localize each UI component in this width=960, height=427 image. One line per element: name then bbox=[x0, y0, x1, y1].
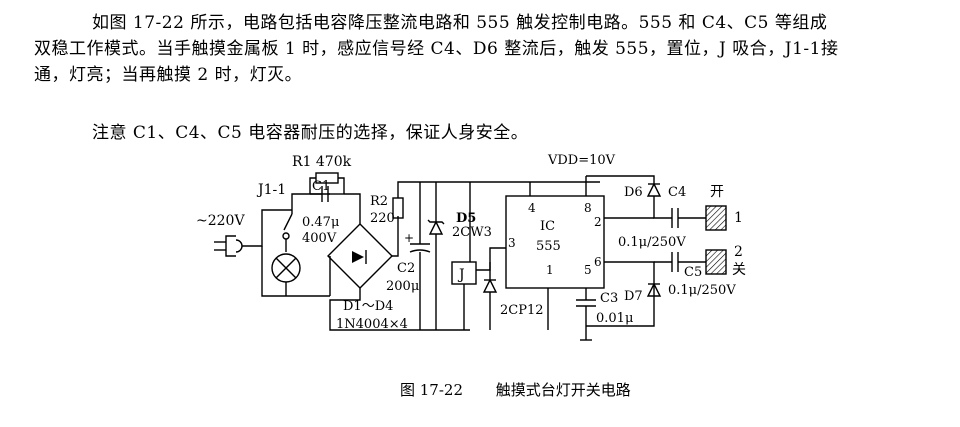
c3-label: C3 bbox=[600, 291, 618, 306]
resistor-r1 bbox=[309, 172, 345, 194]
capacitor-c1 bbox=[310, 186, 344, 202]
bridge-type: 1N4004×4 bbox=[336, 317, 408, 332]
pin-2-label: 2 bbox=[594, 215, 602, 229]
plate-on-label: 开 bbox=[710, 184, 724, 200]
wire bbox=[261, 246, 330, 297]
figure-caption: 图 17-22 触摸式台灯开关电路 bbox=[400, 379, 659, 400]
r2-label: R2 bbox=[370, 194, 388, 209]
c1-label: C1 bbox=[312, 179, 330, 194]
c4-value: 0.1μ/250V bbox=[618, 235, 686, 250]
capacitor-c2: + bbox=[404, 231, 431, 253]
description-paragraph: 如图 17-22 所示，电路包括电容降压整流电路和 555 触发控制电路。555… bbox=[0, 10, 960, 88]
c2-label: C2 bbox=[397, 261, 415, 276]
ic-type: 555 bbox=[536, 239, 561, 254]
plate-on-number: 1 bbox=[734, 210, 743, 226]
pin-3-label: 3 bbox=[508, 236, 516, 250]
d6-label: D6 bbox=[624, 185, 643, 200]
pin-5-label: 5 bbox=[584, 263, 592, 277]
wire bbox=[476, 247, 506, 271]
wire bbox=[586, 294, 655, 327]
ic-label: IC bbox=[540, 219, 555, 234]
ic-555 bbox=[505, 195, 605, 289]
d5-label: D5 bbox=[456, 211, 476, 226]
pin-6-label: 6 bbox=[594, 255, 602, 269]
c1-value: 0.47μ bbox=[302, 215, 339, 230]
vdd-label: VDD=10V bbox=[547, 153, 616, 168]
relay-contact-j1-1 bbox=[282, 210, 293, 252]
lamp-icon bbox=[271, 253, 301, 296]
safety-note: 注意 C1、C4、C5 电容器耐压的选择，保证人身安全。 bbox=[92, 123, 529, 143]
plate-off-number: 2 bbox=[734, 244, 743, 260]
mains-voltage-label: ~220V bbox=[196, 213, 245, 229]
capacitor-c4 bbox=[671, 208, 679, 228]
c5-label: C5 bbox=[684, 265, 702, 280]
capacitor-c5 bbox=[671, 252, 679, 272]
plate-off-label: 关 bbox=[732, 262, 746, 278]
wire bbox=[329, 288, 470, 331]
relay-diode-label: 2CP12 bbox=[500, 303, 544, 318]
r1-label: R1 470k bbox=[292, 154, 352, 170]
zener-diode-d5 bbox=[427, 219, 445, 235]
wire bbox=[586, 175, 655, 184]
description-line-3: 通，灯亮；当再触摸 2 时，灯灭。 bbox=[34, 65, 303, 85]
wire bbox=[392, 216, 399, 257]
svg-text:+: + bbox=[404, 231, 414, 245]
c3-value: 0.01μ bbox=[596, 311, 633, 326]
description-line-1: 如图 17-22 所示，电路包括电容降压整流电路和 555 触发控制电路。555… bbox=[92, 13, 828, 33]
diode-d6 bbox=[646, 182, 662, 197]
pin-4-label: 4 bbox=[528, 201, 536, 215]
c5-value: 0.1μ/250V bbox=[668, 283, 736, 298]
pin-1-label: 1 bbox=[546, 263, 554, 277]
capacitor-c3 bbox=[576, 299, 596, 341]
d7-label: D7 bbox=[624, 289, 643, 304]
touch-plate-on[interactable] bbox=[705, 205, 727, 231]
wire bbox=[397, 181, 600, 198]
diode-2cp12 bbox=[482, 278, 498, 293]
figure-number: 图 17-22 bbox=[400, 381, 464, 399]
c1-voltage: 400V bbox=[302, 231, 337, 246]
mains-plug bbox=[214, 235, 243, 257]
d5-type: 2CW3 bbox=[452, 225, 492, 240]
diode-d7 bbox=[646, 282, 662, 297]
bridge-label: D1～D4 bbox=[343, 299, 393, 314]
wire bbox=[242, 209, 292, 247]
touch-plate-off[interactable] bbox=[705, 249, 727, 275]
relay-label: J bbox=[457, 267, 465, 283]
c4-label: C4 bbox=[668, 185, 686, 200]
bridge-rectifier bbox=[327, 223, 393, 289]
r2-value: 220 bbox=[370, 211, 395, 226]
wire bbox=[653, 196, 672, 219]
figure-title: 触摸式台灯开关电路 bbox=[495, 381, 631, 399]
wire bbox=[291, 193, 330, 210]
wire bbox=[344, 193, 361, 224]
relay-contact-label: J1-1 bbox=[256, 182, 286, 198]
pin-8-label: 8 bbox=[584, 201, 592, 215]
c2-value: 200μ bbox=[386, 279, 419, 294]
description-line-2: 双稳工作模式。当手触摸金属板 1 时，感应信号经 C4、D6 整流后，触发 55… bbox=[34, 39, 839, 59]
